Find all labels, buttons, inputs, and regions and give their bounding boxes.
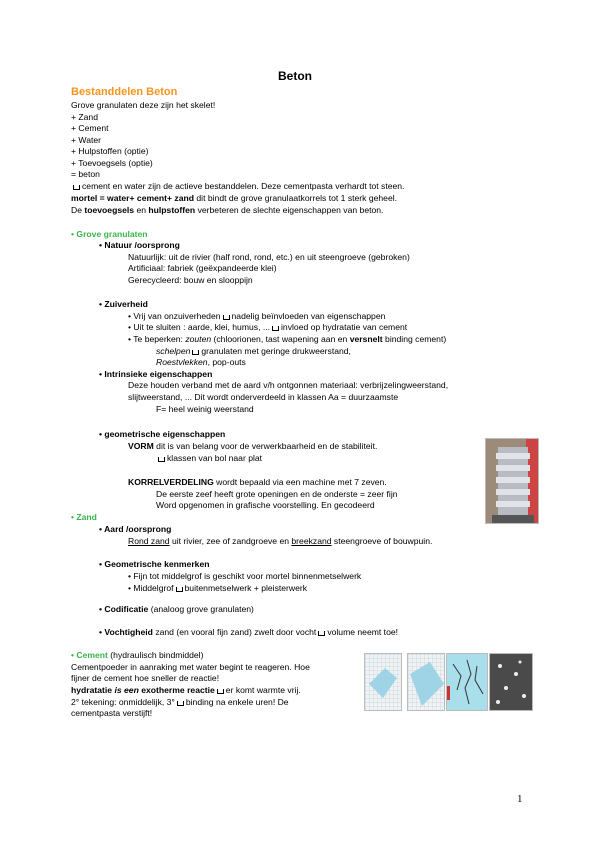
zand-geo-label: • Geometrische kenmerken bbox=[99, 559, 210, 569]
arrow-icon bbox=[216, 689, 224, 694]
arrow-icon bbox=[318, 631, 326, 636]
zuiverheid-label: • Zuiverheid bbox=[99, 299, 148, 309]
korrel-line: KORRELVERDELING wordt bepaald via een ma… bbox=[128, 477, 387, 487]
intrinsiek-line: Deze houden verband met de aard v/h ontg… bbox=[128, 380, 449, 390]
arrow-icon bbox=[272, 326, 280, 331]
intro-line: + Cement bbox=[71, 123, 109, 133]
page-number: 1 bbox=[517, 793, 523, 805]
intro-line: Grove granulaten deze zijn het skelet! bbox=[71, 100, 216, 110]
sieve-machine-photo bbox=[485, 438, 539, 524]
arrow-icon bbox=[222, 315, 230, 320]
korrel-line: De eerste zeef heeft grote openingen en … bbox=[156, 489, 398, 499]
vochtigheid-line: • Vochtigheid zand (en vooral fijn zand)… bbox=[99, 627, 399, 637]
arrow-icon bbox=[73, 185, 80, 190]
hydration-stage-2-image bbox=[407, 653, 445, 711]
vorm-line: VORM dit is van belang voor de verwerkba… bbox=[128, 441, 378, 451]
arrow-icon bbox=[158, 457, 165, 462]
codificatie-line: • Codificatie (analoog grove granulaten) bbox=[99, 604, 254, 614]
section-heading: Bestanddelen Beton bbox=[71, 86, 178, 98]
arrow-icon bbox=[175, 587, 183, 592]
toevoegsels-line: De toevoegsels en hulpstoffen verbeteren… bbox=[71, 205, 384, 215]
intrinsiek-line: F= heel weinig weerstand bbox=[156, 404, 254, 414]
korrel-line: Word opgenomen in grafische voorstelling… bbox=[156, 500, 375, 510]
natuur-line: Artificiaal: fabriek (geëxpandeerde klei… bbox=[128, 263, 277, 273]
cement-line: Cementpoeder in aanraking met water begi… bbox=[71, 662, 310, 672]
roest-line: Roestvlekken, pop-outs bbox=[156, 357, 246, 367]
cementpasta-line: cement en water zijn de actieve bestandd… bbox=[71, 181, 404, 192]
intro-line: = beton bbox=[71, 169, 100, 179]
geometrisch-label: • geometrische eigenschappen bbox=[99, 429, 226, 439]
zand-aard-line: Rond zand uit rivier, zee of zandgroeve … bbox=[128, 536, 433, 546]
arrow-icon bbox=[176, 701, 184, 706]
intro-line: + Water bbox=[71, 135, 102, 145]
intrinsiek-line: slijtweerstand, ... Dit wordt onderverde… bbox=[128, 392, 399, 402]
hydration-stage-4-image bbox=[489, 653, 533, 711]
hydration-stage-3-image bbox=[446, 653, 488, 711]
intro-line: + Toevoegsels (optie) bbox=[71, 158, 153, 168]
cement-line: fijner de cement hoe sneller de reactie! bbox=[71, 673, 220, 683]
intrinsiek-label: • Intrinsieke eigenschappen bbox=[99, 369, 213, 379]
zuiverheid-bullet: • Te beperken: zouten (chloorionen, tast… bbox=[128, 334, 447, 344]
zand-geo-bullet: • Fijn tot middelgrof is geschikt voor m… bbox=[128, 571, 362, 581]
natuur-line: Natuurlijk: uit de rivier (half rond, ro… bbox=[128, 252, 410, 262]
zand-aard-label: • Aard /oorsprong bbox=[99, 524, 172, 534]
natuur-label: • Natuur /oorsprong bbox=[99, 240, 180, 250]
intro-line: + Zand bbox=[71, 112, 98, 122]
natuur-line: Gerecycleerd: bouw en slooppijn bbox=[128, 275, 253, 285]
cement-heading: • Cement (hydraulisch bindmiddel) bbox=[71, 650, 204, 660]
zuiverheid-bullet: • Uit te sluiten : aarde, klei, humus, .… bbox=[128, 322, 408, 332]
zand-heading: • Zand bbox=[71, 512, 97, 522]
grove-heading: • Grove granulaten bbox=[71, 229, 148, 239]
cement-line: cementpasta verstijft! bbox=[71, 708, 153, 718]
intro-line: + Hulpstoffen (optie) bbox=[71, 146, 149, 156]
cement-line: 2° tekening: onmiddelijk, 3°binding na e… bbox=[71, 697, 289, 707]
page-title: Beton bbox=[278, 69, 312, 83]
arrow-icon bbox=[192, 350, 200, 355]
vorm-sub: klassen van bol naar plat bbox=[156, 453, 262, 464]
mortel-line: mortel = water+ cement+ zand dit bindt d… bbox=[71, 193, 398, 203]
hydration-stage-1-image bbox=[364, 653, 402, 711]
